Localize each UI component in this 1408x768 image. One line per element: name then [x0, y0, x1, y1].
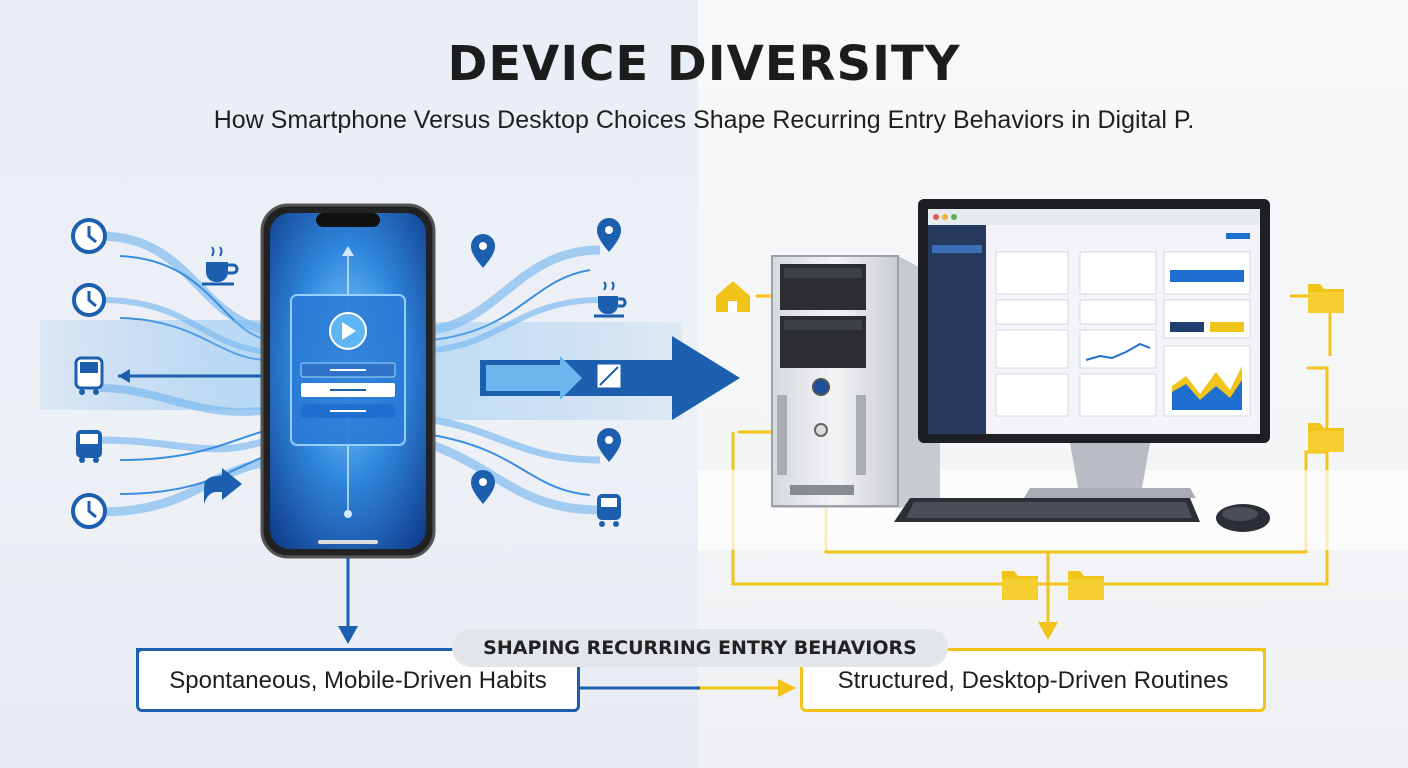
desktop-monitor: [918, 199, 1270, 443]
location-pin-icon: [471, 470, 495, 504]
folder-icon: [1068, 571, 1104, 600]
mouse: [1216, 504, 1270, 532]
shaping-behaviors-banner: SHAPING RECURRING ENTRY BEHAVIORS: [452, 629, 948, 667]
bus-icon: [74, 356, 104, 395]
right-data-streams: [430, 245, 740, 515]
forward-arrow-icon: [204, 468, 242, 504]
folder-icon: [1002, 571, 1038, 600]
coffee-icon: [594, 281, 627, 318]
clock-icon: [71, 218, 107, 254]
location-pin-icon: [597, 218, 621, 252]
keyboard: [894, 498, 1200, 522]
mobile-connector: [338, 557, 358, 644]
smartphone: [260, 203, 436, 559]
desktop-routines-box: Structured, Desktop-Driven Routines: [800, 648, 1266, 712]
location-pin-icon: [471, 234, 495, 268]
square-icon: [594, 361, 624, 391]
folder-icon: [1308, 284, 1344, 313]
desktop-tower: [771, 255, 940, 508]
left-data-streams: [40, 231, 270, 517]
bus-icon: [597, 494, 621, 527]
clock-icon: [71, 493, 107, 529]
page-title: DEVICE DIVERSITY: [447, 36, 961, 92]
bus-icon: [76, 430, 102, 463]
clock-icon: [72, 283, 106, 317]
page-subtitle: How Smartphone Versus Desktop Choices Sh…: [213, 106, 1195, 134]
folder-icon: [1308, 423, 1344, 452]
desktop-down-arrow: [1038, 622, 1058, 640]
coffee-icon: [202, 246, 239, 286]
location-pin-icon: [597, 428, 621, 462]
monitor-stand: [1024, 443, 1196, 498]
habit-connector: [580, 679, 796, 697]
home-icon: [716, 281, 750, 312]
